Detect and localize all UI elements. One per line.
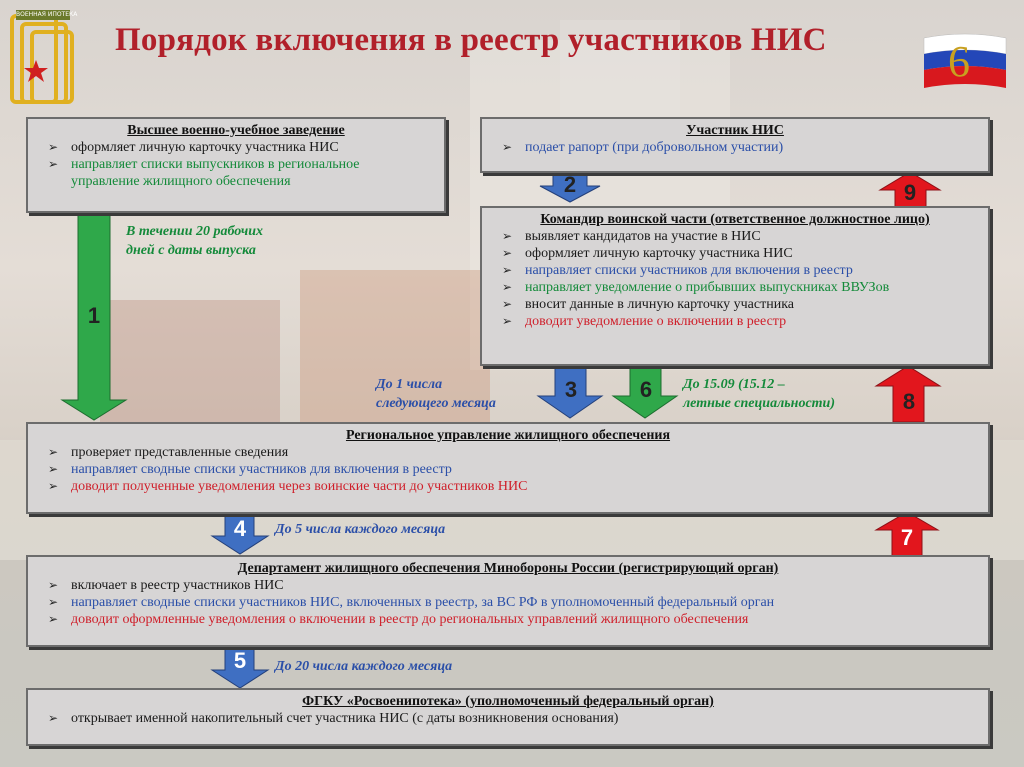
department-box: Департамент жилищного обеспечения Минобо… [26,555,990,647]
fgku-box: ФГКУ «Росвоенипотека» (уполномоченный фе… [26,688,990,746]
regional-box: Региональное управление жилищного обеспе… [26,422,990,514]
military-mortgage-emblem [10,10,74,104]
arrow-2 [539,173,601,203]
russian-flag-icon [923,33,1007,88]
department-item: включает в реестр участников НИС [44,577,982,594]
note-20th-each-month: До 20 числа каждого месяца [275,659,453,674]
fgku-item: открывает именной накопительный счет уча… [44,710,982,727]
arrow-6 [611,367,679,419]
page-title: Порядок включения в реестр участников НИ… [115,22,827,58]
fgku-box-header: ФГКУ «Росвоенипотека» (уполномоченный фе… [302,694,714,709]
arrow-9-label: 9 [903,180,917,205]
note-15-09: До 15.09 (15.12 – летные специальности) [683,377,835,411]
emblem-caption: ВОЕННАЯ ИПОТЕКА [16,11,78,18]
department-item: направляет сводные списки участников НИС… [44,594,982,611]
arrow-1-label: 1 [87,303,101,328]
arrow-3 [536,367,604,419]
commander-box: Командир воинской части (ответственное д… [480,206,990,366]
arrow-8 [874,365,942,423]
participant-item: подает рапорт (при добровольном участии) [498,139,982,156]
vuz-box: Высшее военно-учебное заведение оформляе… [26,117,446,213]
commander-item: направляет списки участников для включен… [498,262,982,279]
commander-item: выявляет кандидатов на участие в НИС [498,228,982,245]
vuz-item: оформляет личную карточку участника НИС [44,139,438,156]
commander-item: оформляет личную карточку участника НИС [498,245,982,262]
arrow-4-label: 4 [233,516,247,541]
arrow-3-label: 3 [564,377,578,402]
vuz-item: направляет списки выпускников в регионал… [44,156,438,173]
arrow-1 [60,213,128,421]
participant-box-header: Участник НИС [686,123,784,138]
commander-item: вносит данные в личную карточку участник… [498,296,982,313]
arrow-4 [210,513,270,555]
regional-item: доводит полученные уведомления через вои… [44,478,982,495]
commander-box-header: Командир воинской части (ответственное д… [540,212,930,227]
department-box-header: Департамент жилищного обеспечения Минобо… [237,561,779,576]
vuz-box-header: Высшее военно-учебное заведение [127,123,345,138]
arrow-2-label: 2 [563,172,577,197]
note-20-working-days: В течении 20 рабочих дней с даты выпуска [126,224,264,258]
arrow-5 [210,645,270,689]
commander-item: направляет уведомление о прибывших выпус… [498,279,982,296]
regional-item: проверяет представленные сведения [44,444,982,461]
note-next-month: До 1 числа следующего месяца [376,377,496,411]
vuz-item-cont: управление жилищного обеспечения [71,174,291,189]
note-5th-each-month: До 5 числа каждого месяца [275,522,446,537]
regional-box-header: Региональное управление жилищного обеспе… [345,428,671,443]
arrow-9 [878,171,942,209]
arrow-5-label: 5 [233,648,247,673]
arrow-7-label: 7 [900,525,914,550]
arrow-8-label: 8 [902,389,916,414]
participant-box: Участник НИС подает рапорт (при добровол… [480,117,990,173]
arrow-7 [874,511,940,557]
slide-number: 6 [948,37,970,86]
department-item: доводит оформленные уведомления о включе… [44,611,982,628]
commander-item: доводит уведомление о включении в реестр [498,313,982,330]
regional-item: направляет сводные списки участников для… [44,461,982,478]
arrow-6-label: 6 [639,377,653,402]
